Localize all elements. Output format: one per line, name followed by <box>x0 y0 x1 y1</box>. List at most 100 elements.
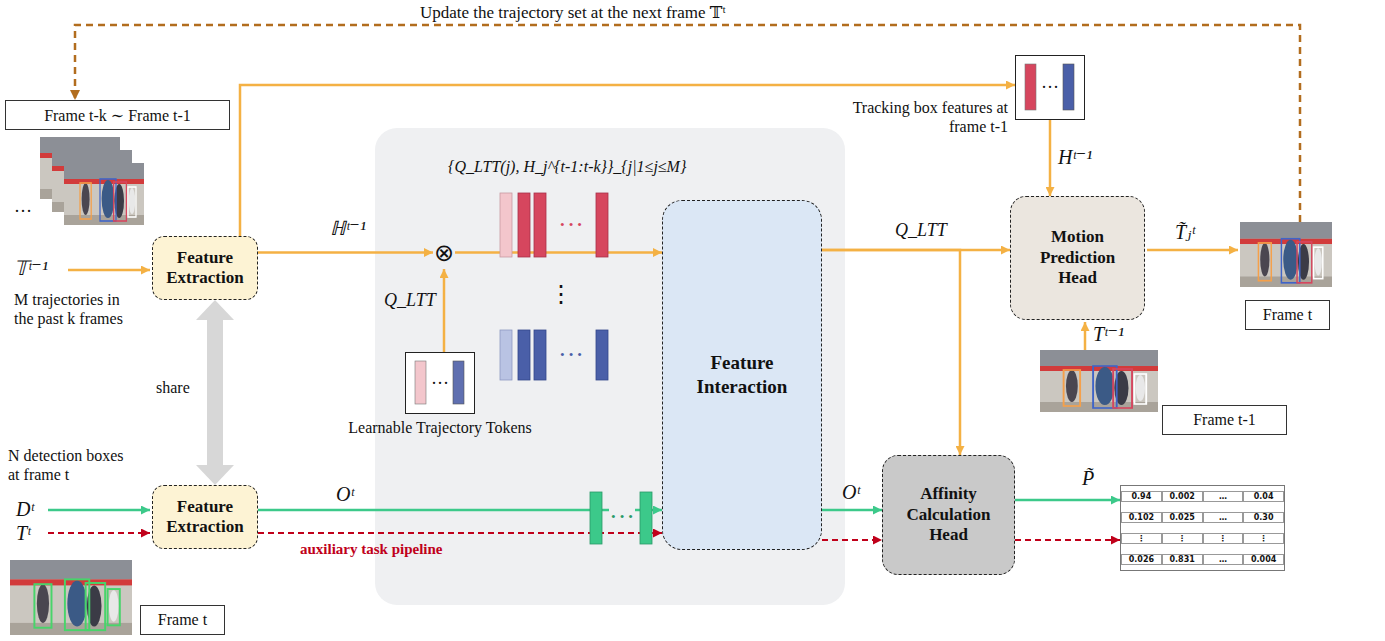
edge-label: auxiliary task pipeline <box>300 540 443 558</box>
node-text: Affinity Calculation Head <box>901 484 996 545</box>
trajectory-token-stack-part <box>596 193 608 257</box>
matrix-cell: … <box>1203 512 1244 523</box>
matrix-cell: ⋮ <box>1121 533 1162 544</box>
token-bar <box>453 361 464 404</box>
ellipsis: ··· <box>558 342 584 368</box>
edge-label: share <box>156 378 190 397</box>
trajectory-token-stack-part <box>534 330 546 380</box>
token-bar <box>1025 64 1036 110</box>
node-text: Frame t <box>1263 306 1312 324</box>
frame-label-box: Frame t-1 <box>1162 405 1287 435</box>
past-frames-images <box>40 137 144 225</box>
multiply-operator: ⊗ <box>433 236 455 269</box>
trajectory-token-stack <box>500 330 608 380</box>
trajectory-token-stack-part <box>534 193 546 257</box>
input-note: M trajectories in the past k frames <box>14 290 136 328</box>
node-text: Frame t <box>158 611 207 629</box>
share-arrow <box>207 320 223 465</box>
node-text: Frame t-k ∼ Frame t-1 <box>44 106 191 125</box>
feedback-note: Update the trajectory set at the next fr… <box>420 3 726 23</box>
trajectory-token-stack-part <box>518 193 530 257</box>
frame-label-box: Frame t <box>1245 300 1330 330</box>
trajectory-token-stack-part <box>596 330 608 380</box>
matrix-cell: ⋮ <box>1243 533 1284 544</box>
flow-arrow <box>1049 120 1052 196</box>
node-text: Frame t-1 <box>1193 411 1256 429</box>
previous-frame-image <box>1040 350 1158 412</box>
node-text: ··· <box>1041 77 1059 98</box>
predicted-frame-image <box>1240 222 1332 287</box>
edge-label: P̃ <box>1082 466 1094 490</box>
matrix-cell: 0.026 <box>1121 554 1162 565</box>
ellipsis: … <box>14 196 32 218</box>
edge-label: Oᵗ <box>336 482 354 506</box>
affinity-head-box: Affinity Calculation Head <box>882 455 1015 575</box>
flow-arrow <box>455 251 662 254</box>
trajectory-token-stack-part <box>500 330 512 380</box>
node-text: Feature Extraction <box>161 248 249 289</box>
affinity-matrix: 0.940.002…0.040.1020.025…0.30⋮⋮⋮⋮0.0260.… <box>1120 485 1285 571</box>
feature-extraction-box: Feature Extraction <box>152 236 258 300</box>
symbol-label: Tᵗ⁻¹ <box>1093 322 1124 346</box>
detection-token-stack <box>590 492 652 544</box>
flow-arrow <box>822 509 882 512</box>
flow-arrow <box>258 251 433 254</box>
edge-label: Oᵗ <box>842 480 860 504</box>
detection-token-stack-part <box>640 492 652 544</box>
matrix-cell: 0.30 <box>1243 512 1284 523</box>
past-frames-images-part <box>64 163 144 225</box>
input-arrow <box>48 509 150 512</box>
flow-arrow <box>443 269 446 352</box>
feature-extraction-box: Feature Extraction <box>152 485 258 549</box>
matrix-cell: 0.002 <box>1162 491 1203 502</box>
flow-arrow <box>1015 499 1120 502</box>
matrix-cell: … <box>1203 491 1244 502</box>
token-bar <box>1063 64 1074 110</box>
ellipsis: ··· <box>558 212 584 238</box>
input-arrow <box>68 269 150 272</box>
token-bar <box>415 361 426 404</box>
matrix-cell: ⋮ <box>1203 533 1244 544</box>
node-text: Feature Extraction <box>161 497 249 538</box>
matrix-cell: 0.102 <box>1121 512 1162 523</box>
frame-range-box: Frame t-k ∼ Frame t-1 <box>5 100 230 130</box>
symbol-label: Tᵗ <box>16 521 30 545</box>
symbol-label: Dᵗ <box>16 497 34 521</box>
symbol-label: T̃ⱼᵗ <box>1175 220 1195 244</box>
flow-arrow <box>822 539 882 541</box>
current-frame-image <box>10 560 132 635</box>
node-text: ⊗ <box>434 242 454 264</box>
matrix-cell: 0.004 <box>1243 554 1284 565</box>
input-note: N detection boxes at frame t <box>8 446 130 484</box>
ellipsis: ··· <box>609 504 635 530</box>
trajectory-token-stack-part <box>500 193 512 257</box>
flow-arrow <box>240 85 1015 236</box>
input-arrow <box>1084 322 1087 350</box>
trajectory-token-stack <box>500 193 608 257</box>
flow-arrow <box>1015 539 1120 541</box>
motion-head-box: Motion Prediction Head <box>1010 196 1145 320</box>
matrix-cell: 0.831 <box>1162 554 1203 565</box>
frame-label-box: Frame t <box>140 605 225 635</box>
flow-arrow <box>822 250 960 455</box>
detection-token-stack-part <box>590 492 602 544</box>
edge-label: Q_LTT <box>895 220 947 242</box>
node-text: Learnable Trajectory Tokens <box>348 419 531 437</box>
feature-interaction-box: Feature Interaction <box>662 200 822 550</box>
matrix-cell: 0.025 <box>1162 512 1203 523</box>
edge-label: ℍᵗ⁻¹ <box>330 216 366 240</box>
output-arrow <box>1147 249 1238 252</box>
matrix-cell: 0.94 <box>1121 491 1162 502</box>
input-arrow <box>48 532 150 534</box>
trajectory-token-stack-part <box>518 330 530 380</box>
edge-label: Q_LTT <box>384 290 436 312</box>
token-box: ···Learnable Trajectory Tokens <box>405 352 475 414</box>
matrix-cell: ⋮ <box>1162 533 1203 544</box>
node-text: Tracking box features at frame t-1 <box>843 98 1008 136</box>
ellipsis: ⋮ <box>549 280 573 309</box>
matrix-cell: 0.04 <box>1243 491 1284 502</box>
edge-label: Hᵗ⁻¹ <box>1058 145 1092 169</box>
